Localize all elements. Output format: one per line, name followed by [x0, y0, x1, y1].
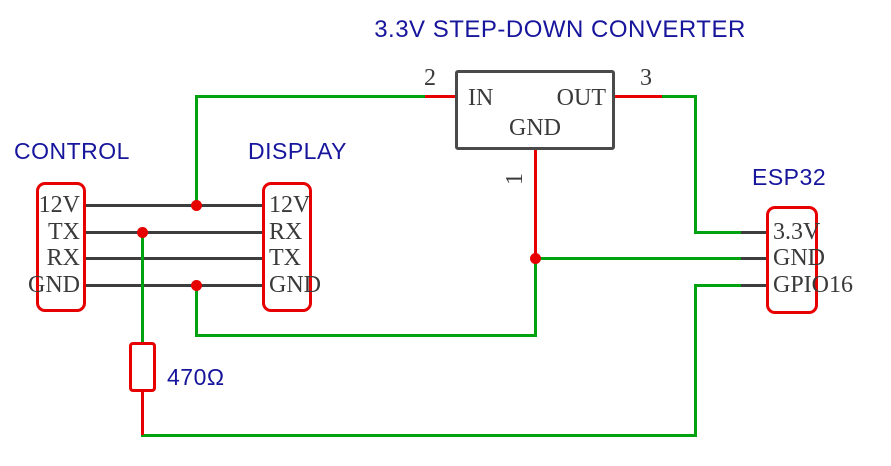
stub-esp32-3v3: [740, 230, 767, 234]
converter-pin-gnd-label: GND: [509, 115, 561, 141]
lead-converter-gnd: [533, 150, 537, 260]
wire-tx-to-resistor: [140, 230, 144, 343]
stub-esp32-gnd: [740, 256, 767, 260]
display-label: DISPLAY: [248, 138, 347, 164]
control-label: CONTROL: [14, 138, 130, 164]
esp32-pin-gpio16: GPIO16: [773, 272, 854, 298]
control-pin-gnd: GND: [28, 272, 80, 298]
lead-resistor-bottom: [140, 390, 144, 435]
wire-gnd-down-vertical: [194, 283, 198, 337]
wire-12v-bus: [86, 203, 262, 207]
esp32-pin-gnd: GND: [773, 245, 825, 271]
wire-out-to-3v3-vertical: [693, 94, 697, 234]
wire-12v-to-in-vertical: [194, 94, 198, 206]
wire-gnd-to-esp32: [533, 256, 741, 260]
control-pin-tx: TX: [48, 219, 80, 245]
junction-dot-converter-gnd: [529, 252, 541, 264]
control-pin-12v: 12V: [38, 192, 80, 218]
wire-out-horizontal: [662, 94, 695, 98]
wire-gnd-bus: [86, 283, 262, 287]
resistor: [129, 342, 156, 392]
converter-box: [455, 70, 615, 150]
wire-3v3-to-esp32: [693, 230, 741, 234]
wire-gnd-up-vertical: [533, 256, 537, 337]
wire-rx-bus: [86, 256, 262, 260]
control-pin-rx: RX: [46, 245, 80, 271]
esp32-pin-3v3: 3.3V: [773, 219, 821, 245]
schematic-title: 3.3V STEP-DOWN CONVERTER: [374, 16, 746, 43]
junction-dot-12v: [190, 199, 202, 211]
esp32-box: [766, 206, 818, 314]
wire-gpio16-vertical: [693, 283, 697, 437]
wire-gpio16-horizontal: [693, 283, 741, 287]
display-box: [262, 182, 312, 312]
junction-dot-tx: [136, 226, 148, 238]
wire-bottom-run: [140, 433, 697, 437]
display-pin-rx: RX: [269, 219, 303, 245]
converter-pin-number-1: 1: [502, 173, 528, 185]
wire-gnd-horizontal: [194, 333, 537, 337]
lead-converter-out: [613, 94, 662, 98]
wire-12v-to-in-horizontal: [194, 94, 426, 98]
converter-pin-number-2: 2: [424, 65, 436, 91]
resistor-label: 470Ω: [167, 364, 225, 390]
converter-pin-in-label: IN: [468, 85, 494, 111]
stub-esp32-gpio16: [740, 283, 767, 287]
wire-tx-bus: [86, 230, 262, 234]
lead-converter-in: [425, 94, 456, 98]
esp32-label: ESP32: [752, 164, 827, 190]
display-pin-gnd: GND: [269, 272, 321, 298]
converter-pin-number-3: 3: [640, 65, 652, 91]
display-pin-tx: TX: [269, 245, 301, 271]
converter-pin-out-label: OUT: [556, 85, 606, 111]
display-pin-12v: 12V: [269, 192, 311, 218]
control-box: [36, 182, 86, 312]
junction-dot-gnd: [190, 279, 202, 291]
